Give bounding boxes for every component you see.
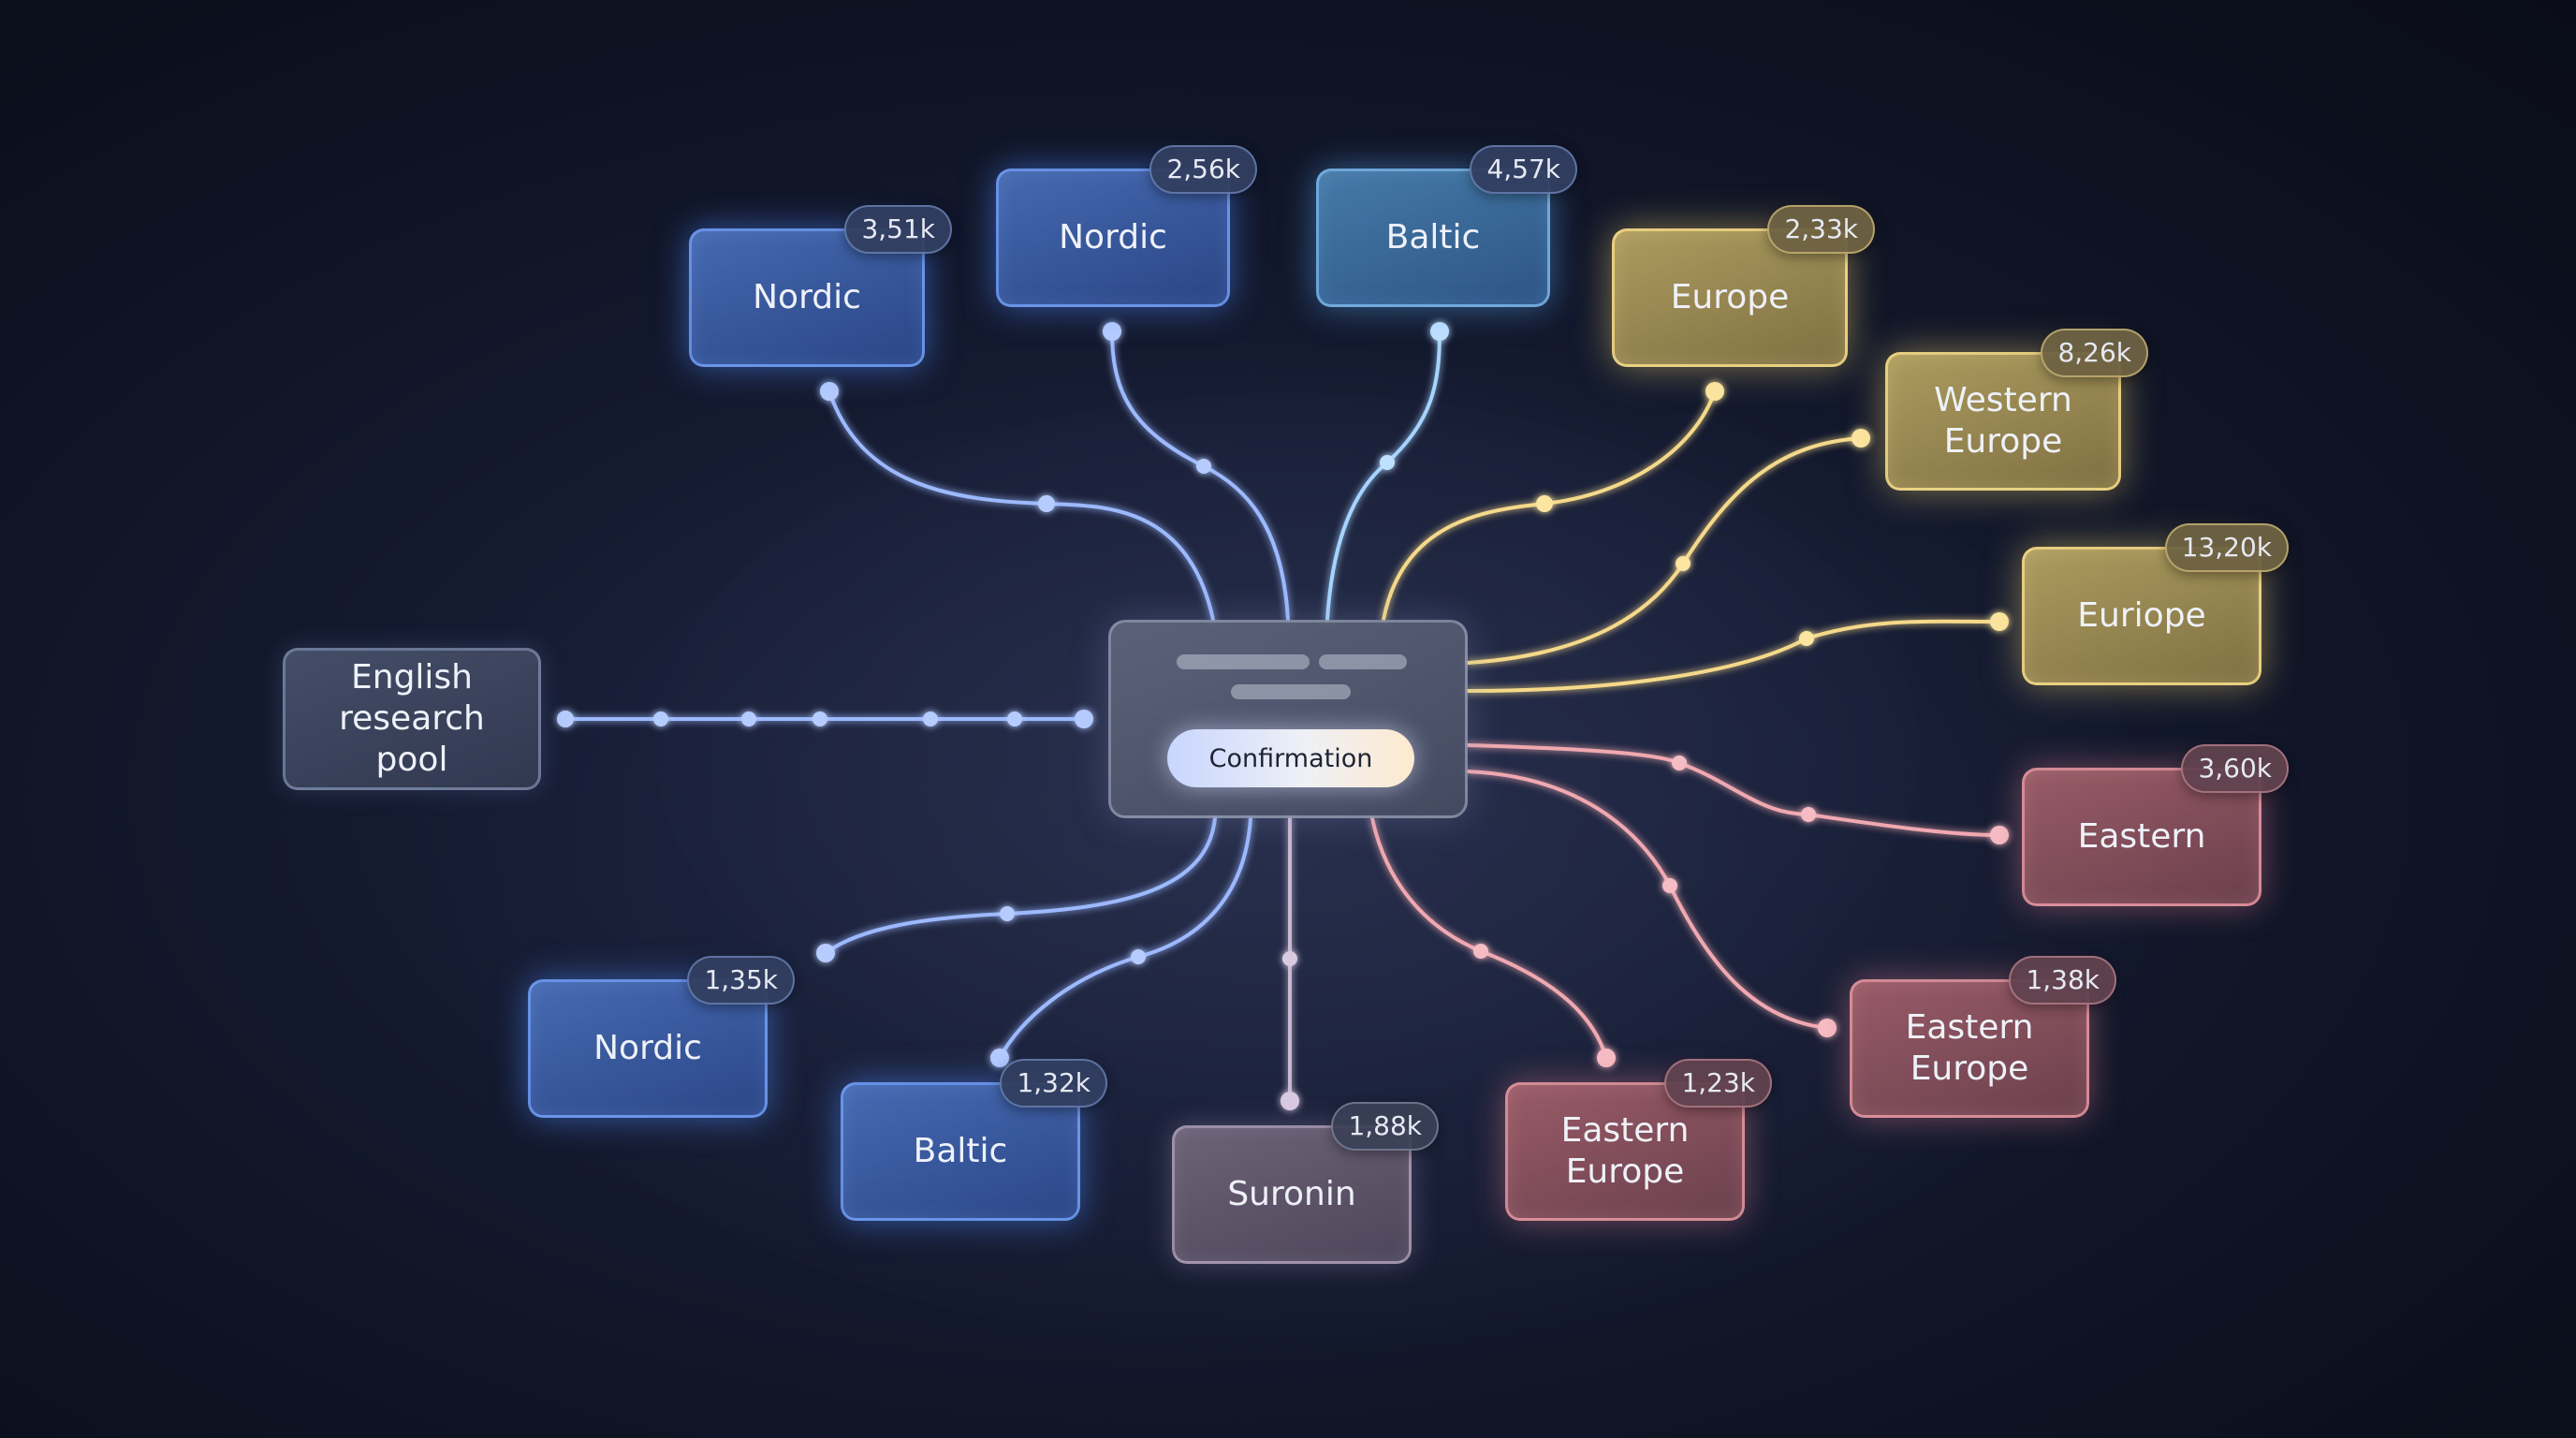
link-eastern: [1466, 743, 2001, 837]
dot: [1103, 322, 1121, 341]
link-baltic-a: [1325, 330, 1442, 622]
dot: [1131, 949, 1146, 964]
node-label: Baltic: [913, 1132, 1008, 1170]
dot: [1196, 459, 1211, 474]
node-label: Eastern: [2077, 817, 2206, 856]
dot: [1818, 1019, 1837, 1037]
node-europe[interactable]: Europe 2,33k: [1612, 205, 1875, 367]
node-nordic[interactable]: Nordic 3,51k: [689, 205, 952, 367]
dot: [1473, 944, 1488, 959]
dot: [1705, 382, 1724, 401]
count-badge: 3,60k: [2181, 744, 2289, 793]
dot: [741, 712, 756, 726]
count-badge: 1,38k: [2009, 956, 2116, 1005]
dot: [923, 712, 938, 726]
hub-placeholder-bar: [1177, 654, 1310, 669]
dot: [1672, 756, 1687, 770]
node-eastern[interactable]: Eastern 3,60k: [2022, 744, 2289, 906]
dot: [1536, 495, 1553, 512]
dot: [653, 712, 668, 726]
dot: [1597, 1049, 1616, 1067]
link-nordic-c: [824, 816, 1217, 955]
dot: [820, 382, 839, 401]
node-label: Baltic: [1385, 218, 1481, 257]
dot: [1990, 826, 2009, 844]
node-suronin[interactable]: Suronin 1,88k: [1172, 1102, 1439, 1264]
link-europe-b: [1466, 619, 2001, 693]
node-eastern-europe[interactable]: Eastern Europe 1,23k: [1505, 1059, 1772, 1221]
count-badge: 4,57k: [1470, 145, 1577, 194]
count-badge: 1,88k: [1331, 1102, 1439, 1151]
count-badge: 1,32k: [1000, 1059, 1107, 1108]
dot: [1281, 1092, 1299, 1110]
count-badge: 8,26k: [2041, 329, 2148, 377]
dot: [812, 712, 827, 726]
link-western-europe: [1466, 436, 1863, 665]
dot: [1990, 612, 2009, 631]
node-nordic[interactable]: Nordic 2,56k: [996, 145, 1257, 307]
dot: [1282, 951, 1297, 966]
count-badge: 13,20k: [2164, 523, 2289, 572]
node-eastern-europe[interactable]: Eastern Europe 1,38k: [1850, 956, 2116, 1118]
node-label: English research pool: [339, 658, 485, 779]
dot: [1380, 455, 1395, 470]
count-badge: 1,23k: [1664, 1059, 1772, 1108]
dot: [990, 1049, 1009, 1067]
dot: [1662, 878, 1677, 893]
dot: [1000, 906, 1015, 921]
dot: [816, 944, 835, 962]
node-baltic[interactable]: Baltic 1,32k: [841, 1059, 1107, 1221]
dot: [1038, 495, 1055, 512]
dot: [557, 711, 574, 727]
link-nordic-a: [827, 389, 1215, 622]
node-nordic[interactable]: Nordic 1,35k: [528, 956, 795, 1118]
node-label: Nordic: [593, 1029, 702, 1067]
node-western-europe[interactable]: Western Europe 8,26k: [1885, 329, 2148, 491]
node-label: Eastern Europe: [1905, 1008, 2034, 1088]
dot: [1676, 556, 1690, 571]
count-badge: 3,51k: [844, 205, 952, 254]
node-euriope[interactable]: Euriope 13,20k: [2022, 523, 2289, 685]
dot: [1801, 807, 1816, 822]
node-label: Nordic: [1059, 218, 1167, 257]
dot: [1852, 429, 1870, 448]
count-badge: 2,33k: [1767, 205, 1875, 254]
node-english-research-pool[interactable]: English research pool: [283, 648, 541, 790]
node-label: Europe: [1670, 278, 1790, 316]
dot: [1799, 631, 1814, 646]
node-label: Nordic: [753, 278, 861, 316]
node-label: Eastern Europe: [1560, 1111, 1690, 1191]
node-label: Euriope: [2077, 596, 2206, 635]
count-badge: 2,56k: [1149, 145, 1257, 194]
node-baltic[interactable]: Baltic 4,57k: [1316, 145, 1577, 307]
node-label: Western Europe: [1934, 381, 2072, 461]
count-badge: 1,35k: [687, 956, 795, 1005]
node-label: Suronin: [1227, 1175, 1356, 1213]
hub-placeholder-bar: [1319, 654, 1407, 669]
dot: [1430, 322, 1449, 341]
hub-placeholder-bar: [1231, 684, 1351, 699]
confirmation-button[interactable]: Confirmation: [1167, 729, 1414, 787]
link-eastern-europe-b: [1370, 816, 1608, 1060]
confirmation-hub: Confirmation: [1108, 620, 1468, 818]
dot: [1007, 712, 1022, 726]
dot: [1075, 710, 1093, 728]
link-baltic-b: [998, 816, 1252, 1060]
